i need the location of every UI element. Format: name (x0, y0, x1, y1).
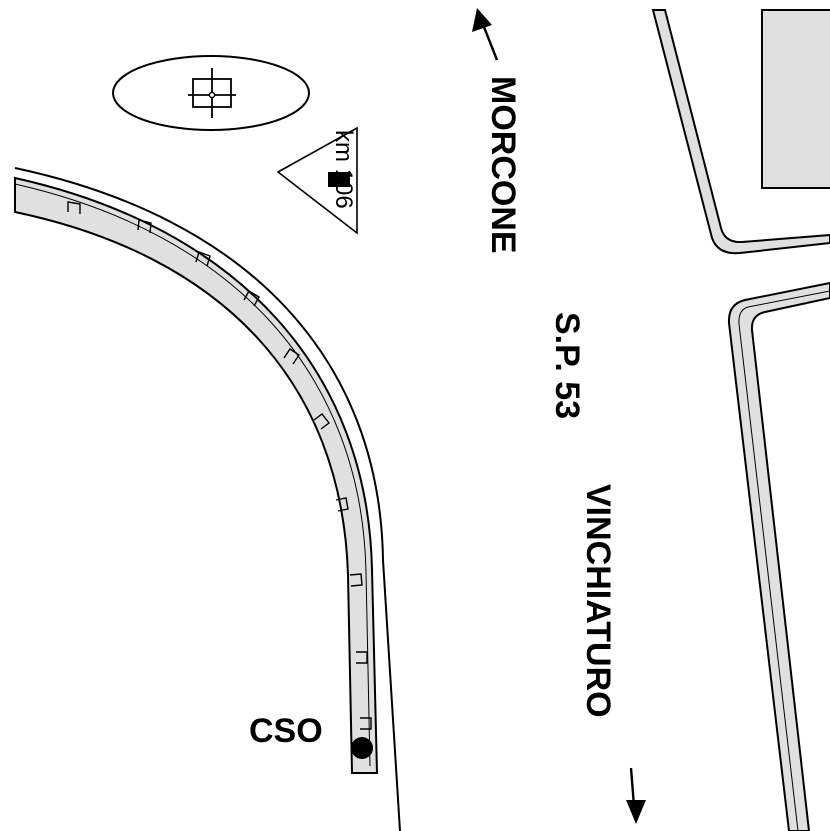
sidewalk-kerb-line (14, 183, 371, 767)
upper-right-sidewalk (651, 9, 830, 255)
building-block (761, 9, 830, 189)
road-name-label: S.P. 53 (548, 312, 586, 419)
lower-right-sidewalk (727, 281, 830, 831)
arrow-down-icon (626, 767, 646, 824)
traffic-island (112, 55, 310, 131)
curved-sidewalk (14, 176, 379, 774)
cso-label: CSO (249, 712, 323, 750)
guardrail-marks (67, 201, 372, 730)
road-edge-outer (14, 167, 401, 831)
kilometre-marker-label: km 106 (330, 130, 357, 209)
kilometre-marker-sign: km 106 (276, 126, 358, 235)
cso-point-marker (351, 737, 373, 759)
direction-south-label: VINCHIATURO (579, 484, 617, 718)
arrow-up-icon (472, 8, 499, 61)
lower-right-kerb-line (738, 290, 830, 831)
direction-north-label: MORCONE (484, 76, 522, 254)
